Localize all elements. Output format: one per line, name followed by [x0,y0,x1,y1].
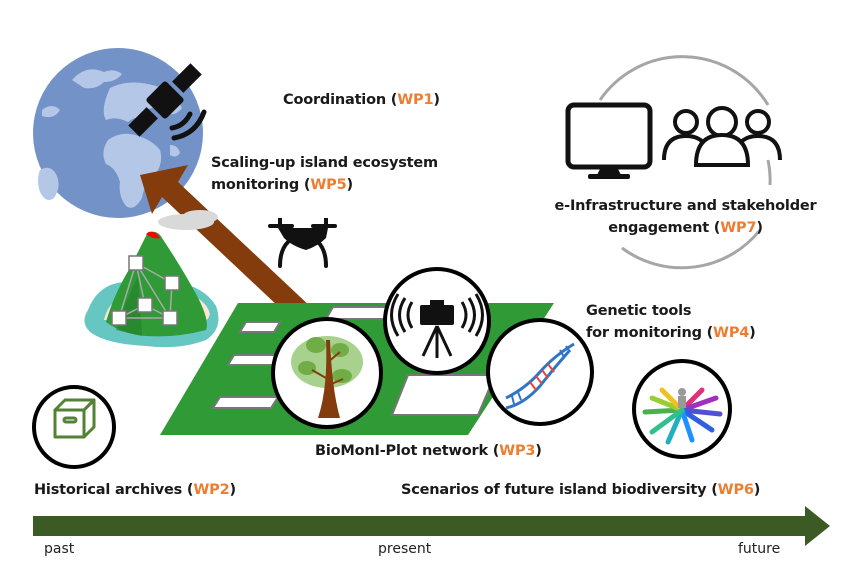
label-wp2-historical-archives: Historical archives (WP2) [34,482,236,498]
wp4-tag: WP4 [713,325,750,341]
plot-square [238,321,282,333]
tree-icon [271,317,383,429]
stakeholder-ring [598,55,772,270]
drone-icon [268,218,337,268]
wp5-tag: WP5 [310,177,347,193]
label-wp3-plot-network: BioMonI-Plot network (WP3) [315,443,542,459]
archive-box-icon [32,385,116,469]
people-group-icon [662,106,782,167]
timeline-label-present: present [378,541,432,557]
wp1-tag: WP1 [397,92,434,108]
dna-icon [486,318,594,426]
wp3-tag: WP3 [499,443,536,459]
computer-monitor-icon [565,102,653,179]
wp7-tag: WP7 [720,220,757,236]
scenario-arrows-icon [632,359,732,459]
wp2-tag: WP2 [193,482,230,498]
label-wp1-coordination: Coordination (WP1) [283,92,440,108]
laser-scanner-icon [383,267,491,375]
wp6-tag: WP6 [717,482,754,498]
timeline-label-past: past [44,541,75,557]
timeline-arrow [33,506,830,546]
island-network-icon [84,231,219,348]
label-wp7-einfrastructure: e-Infrastructure and stakeholder engagem… [554,198,817,236]
satellite-icon [128,63,202,137]
label-wp5-scaling-up: Scaling-up island ecosystem monitoring (… [211,155,438,193]
scaling-up-arrow [140,165,330,340]
plot-square [211,396,280,409]
plot-square [390,374,497,416]
label-wp4-genetic-tools: Genetic tools for monitoring (WP4) [586,303,756,341]
timeline-label-future: future [738,541,781,557]
label-wp6-scenarios: Scenarios of future island biodiversity … [401,482,761,498]
